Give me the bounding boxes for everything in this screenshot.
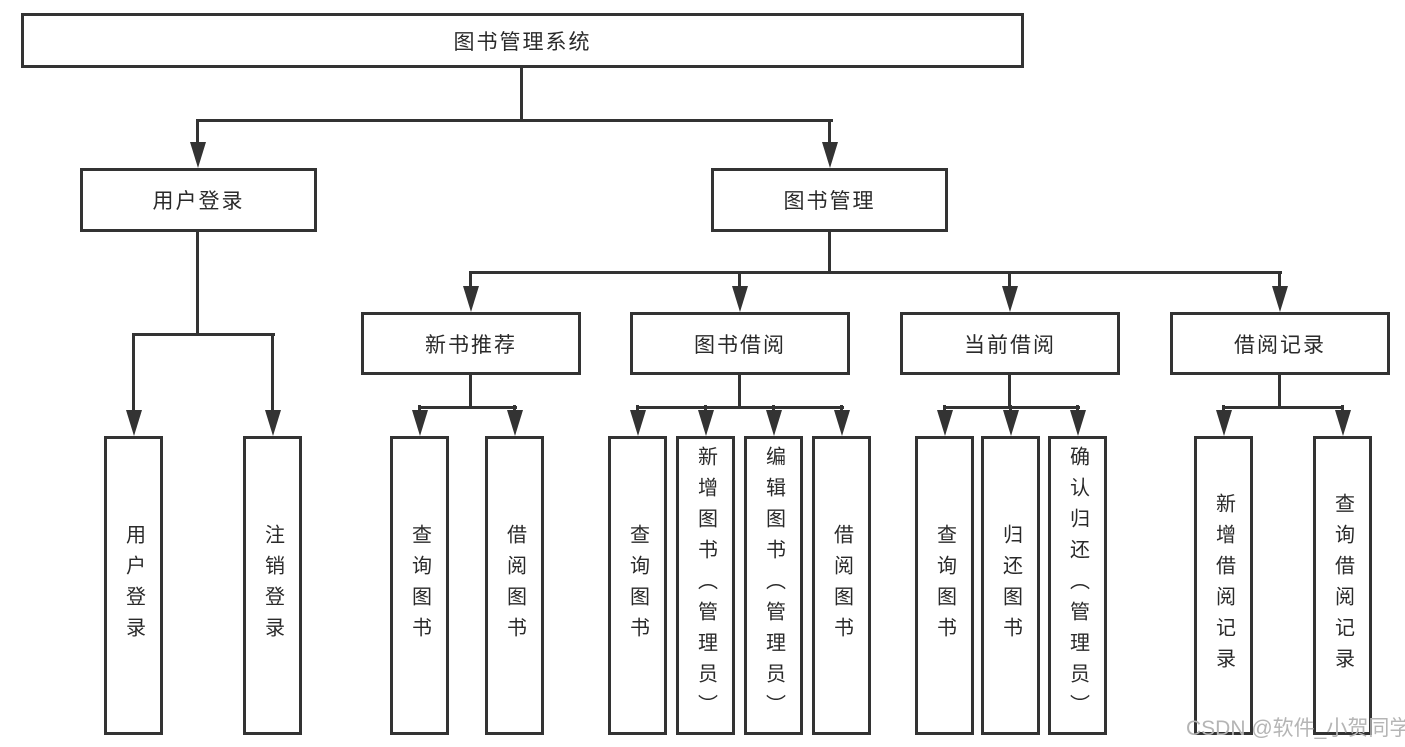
node-label: 图书借阅 xyxy=(694,333,786,357)
connector-line xyxy=(828,119,831,146)
node-user-login: 用户登录 xyxy=(80,168,317,232)
connector-line xyxy=(1278,271,1281,292)
leaf-add-borrow-record: 新增借阅记录 xyxy=(1194,436,1253,735)
leaf-borrow-books-borrowing: 借阅图书 xyxy=(812,436,871,735)
leaf-query-books-recommend: 查询图书 xyxy=(390,436,449,735)
leaf-user-login: 用户登录 xyxy=(104,436,163,735)
connector-line xyxy=(196,119,199,146)
leaf-edit-books-admin: 编辑图书（管理员） xyxy=(744,436,803,735)
connector-arrowhead xyxy=(412,410,428,436)
leaf-borrow-books-recommend: 借阅图书 xyxy=(485,436,544,735)
connector-line xyxy=(738,375,741,409)
connector-line xyxy=(520,68,523,121)
connector-arrowhead xyxy=(1002,286,1018,312)
node-library-management-system: 图书管理系统 xyxy=(21,13,1024,68)
connector-arrowhead xyxy=(630,410,646,436)
connector-line xyxy=(1008,271,1011,292)
connector-arrowhead xyxy=(463,286,479,312)
leaf-query-borrow-record: 查询借阅记录 xyxy=(1313,436,1372,735)
node-new-book-recommend: 新书推荐 xyxy=(361,312,581,375)
connector-line xyxy=(418,406,517,409)
connector-line xyxy=(1008,375,1011,409)
leaf-label: 查询借阅记录 xyxy=(1331,492,1354,679)
leaf-label: 新增图书（管理员） xyxy=(694,446,717,725)
leaf-label: 查询图书 xyxy=(933,523,956,648)
connector-arrowhead xyxy=(1216,410,1232,436)
connector-arrowhead xyxy=(822,142,838,168)
node-book-borrowing: 图书借阅 xyxy=(630,312,850,375)
connector-arrowhead xyxy=(507,410,523,436)
leaf-label: 归还图书 xyxy=(999,523,1022,648)
leaf-label: 确认归还（管理员） xyxy=(1066,446,1089,725)
connector-arrowhead xyxy=(834,410,850,436)
leaf-label: 借阅图书 xyxy=(503,523,526,648)
connector-line xyxy=(196,119,833,122)
node-borrowing-records: 借阅记录 xyxy=(1170,312,1390,375)
connector-line xyxy=(132,333,275,336)
connector-line xyxy=(828,232,831,273)
node-label: 图书管理 xyxy=(783,190,876,213)
leaf-return-books: 归还图书 xyxy=(981,436,1040,735)
connector-line xyxy=(132,333,135,414)
leaf-label: 查询图书 xyxy=(408,523,431,648)
connector-arrowhead xyxy=(126,410,142,436)
connector-arrowhead xyxy=(1070,410,1086,436)
connector-arrowhead xyxy=(1003,410,1019,436)
connector-arrowhead xyxy=(732,286,748,312)
leaf-confirm-return-admin: 确认归还（管理员） xyxy=(1048,436,1107,735)
connector-line xyxy=(469,375,472,409)
leaf-query-books-current: 查询图书 xyxy=(915,436,974,735)
connector-line xyxy=(1278,375,1281,409)
leaf-query-books-borrowing: 查询图书 xyxy=(608,436,667,735)
node-label: 用户登录 xyxy=(152,190,245,213)
csdn-watermark: CSDN @软件_小贺同学 xyxy=(1186,717,1405,740)
connector-arrowhead xyxy=(766,410,782,436)
connector-arrowhead xyxy=(190,142,206,168)
leaf-add-books-admin: 新增图书（管理员） xyxy=(676,436,735,735)
leaf-label: 注销登录 xyxy=(261,523,284,648)
connector-arrowhead xyxy=(265,410,281,436)
node-label: 借阅记录 xyxy=(1234,333,1326,357)
connector-line xyxy=(469,271,1282,274)
node-current-borrowing: 当前借阅 xyxy=(900,312,1120,375)
connector-line xyxy=(1222,406,1344,409)
connector-arrowhead xyxy=(1272,286,1288,312)
connector-line xyxy=(271,333,274,414)
leaf-label: 新增借阅记录 xyxy=(1212,492,1235,679)
connector-arrowhead xyxy=(698,410,714,436)
connector-arrowhead xyxy=(937,410,953,436)
connector-line xyxy=(738,271,741,292)
connector-line xyxy=(469,271,472,292)
connector-arrowhead xyxy=(1335,410,1351,436)
node-label: 图书管理系统 xyxy=(453,30,592,54)
connector-line xyxy=(196,232,199,336)
leaf-logout-login: 注销登录 xyxy=(243,436,302,735)
leaf-label: 借阅图书 xyxy=(830,523,853,648)
leaf-label: 编辑图书（管理员） xyxy=(762,446,785,725)
node-book-management: 图书管理 xyxy=(711,168,948,232)
node-label: 当前借阅 xyxy=(964,333,1056,357)
node-label: 新书推荐 xyxy=(425,333,517,357)
leaf-label: 查询图书 xyxy=(626,523,649,648)
leaf-label: 用户登录 xyxy=(122,523,145,648)
connector-line xyxy=(636,406,844,409)
